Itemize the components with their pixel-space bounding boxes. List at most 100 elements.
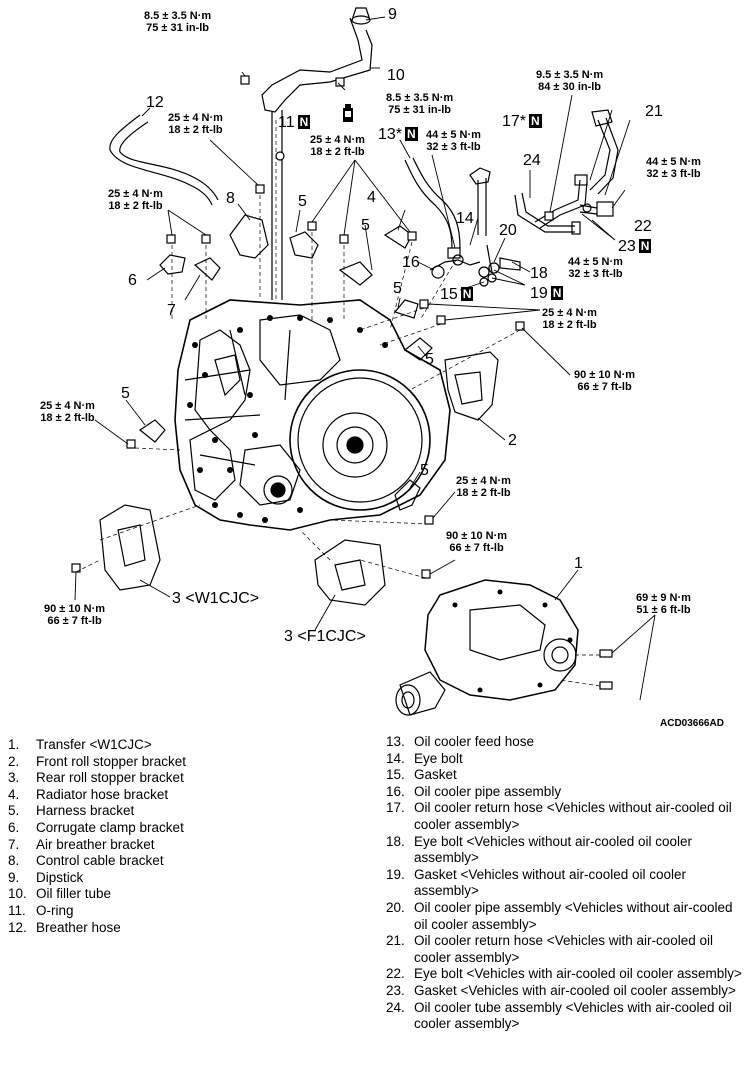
legend-item-label: Control cable bracket [36, 853, 164, 869]
callout-1: 1 [574, 555, 583, 572]
torque-imperial: 18 ± 2 ft-lb [40, 412, 95, 424]
transaxle-body [174, 299, 451, 531]
legend-item-number: 9. [8, 869, 20, 885]
torque-nm: 90 ± 10 N·m [44, 603, 106, 615]
callout-8: 8 [226, 190, 235, 207]
callout-5: 5 [121, 385, 130, 402]
legend-item-label: Radiator hose bracket [36, 786, 169, 802]
callout-13-text: 13* [378, 126, 403, 143]
legend-item: 18.Eye bolt <Vehicles without air-cooled… [386, 834, 746, 867]
legend-item-label: O-ring [36, 902, 74, 918]
upper-brackets [159, 214, 433, 361]
legend-item: 2.Front roll stopper bracket [8, 754, 368, 771]
legend-item: 24. Oil cooler tube assembly <Vehicles wi… [386, 1000, 746, 1033]
oil-filler-tube [261, 7, 373, 300]
torque-imperial: 66 ± 7 ft-lb [47, 615, 102, 627]
eye-bolt-22 [579, 201, 614, 217]
legend-item: 12. Breather hose [8, 920, 368, 937]
legend-item-number: 7. [8, 836, 20, 852]
callout-18: 18 [530, 265, 548, 282]
torque-nm: 9.5 ± 3.5 N·m [536, 69, 604, 81]
callout-21: 21 [645, 103, 663, 120]
legend-item-label: Breather hose [36, 919, 121, 935]
torque-nm: 25 ± 4 N·m [40, 400, 95, 412]
oil-cooler-return-hose-17 [469, 167, 491, 236]
callout-2: 2 [508, 432, 517, 449]
legend-item-number: 10. [8, 886, 27, 902]
legend-item-label: Eye bolt <Vehicles without air-cooled oi… [414, 833, 693, 866]
legend-item-number: 22. [386, 966, 405, 982]
legend-item: 13.Oil cooler feed hose [386, 734, 746, 751]
legend-item-number: 6. [8, 819, 20, 835]
legend-item: 20.Oil cooler pipe assembly <Vehicles wi… [386, 900, 746, 933]
torque-nm: 69 ± 9 N·m [636, 592, 691, 604]
legend-item: 22.Eye bolt <Vehicles with air-cooled oi… [386, 966, 746, 983]
callout-3-w1cjc: 3 <W1CJC> [172, 590, 260, 607]
diagram-drawing [71, 7, 656, 716]
callout-24: 24 [523, 152, 541, 169]
callout-5: 5 [425, 351, 434, 368]
new-part-mark: N [405, 127, 418, 141]
legend-item-number: 12. [8, 919, 27, 935]
callout-5: 5 [393, 280, 402, 297]
callout-10: 10 [387, 67, 405, 84]
callout-3-f1cjc: 3 <F1CJC> [284, 628, 366, 645]
legend-item-number: 1. [8, 737, 20, 752]
transfer [395, 579, 579, 716]
callout-4: 4 [367, 189, 376, 206]
torque-spec: 44 ± 5 N·m 32 ± 3 ft-lb [646, 156, 701, 180]
callout-14: 14 [456, 210, 474, 227]
legend-item-label: Front roll stopper bracket [36, 753, 187, 769]
torque-nm: 44 ± 5 N·m [646, 156, 701, 168]
legend-item-number: 3. [8, 770, 20, 786]
torque-spec: 25 ± 4 N·m 18 ± 2 ft-lb [108, 188, 163, 212]
torque-imperial: 66 ± 7 ft-lb [577, 381, 632, 393]
harness-bracket-lower [138, 419, 421, 511]
legend-item-number: 4. [8, 786, 20, 802]
legend-item: 16.Oil cooler pipe assembly [386, 784, 746, 801]
torque-spec: 44 ± 5 N·m 32 ± 3 ft-lb [568, 256, 623, 280]
legend-item-number: 14. [386, 750, 405, 766]
torque-imperial: 84 ± 30 in-lb [538, 81, 602, 93]
callout-12: 12 [146, 94, 164, 111]
callout-9: 9 [388, 6, 397, 23]
legend-item-label: Air breather bracket [36, 836, 155, 852]
legend-item-label: Eye bolt [414, 750, 463, 766]
torque-imperial: 75 ± 31 in-lb [388, 104, 452, 116]
new-part-mark: N [550, 286, 564, 300]
torque-nm: 25 ± 4 N·m [542, 307, 597, 319]
legend-item: 6.Corrugate clamp bracket [8, 820, 368, 837]
bolts [71, 75, 613, 690]
torque-nm: 8.5 ± 3.5 N·m [386, 92, 454, 104]
torque-nm: 25 ± 4 N·m [168, 112, 223, 124]
torque-nm: 25 ± 4 N·m [456, 475, 511, 487]
callout-5: 5 [361, 217, 370, 234]
legend-item-label: Oil cooler tube assembly <Vehicles with … [414, 999, 732, 1032]
callout-7: 7 [167, 302, 176, 319]
callout-6: 6 [128, 272, 137, 289]
eye-bolt-18 [486, 244, 521, 283]
legend-item-label: Oil cooler feed hose [414, 734, 535, 749]
legend-item: 3.Rear roll stopper bracket [8, 770, 368, 787]
rear-roll-stopper-bracket-w1cjc [99, 504, 161, 591]
legend-item-number: 24. [386, 999, 405, 1015]
legend-item-label: Gasket <Vehicles without air-cooled oil … [414, 866, 687, 899]
legend-item: 10.Oil filler tube [8, 886, 368, 903]
legend-item: 4. Radiator hose bracket [8, 787, 368, 804]
oil-cooler-feed-hose [404, 157, 461, 249]
callout-16: 16 [402, 254, 420, 271]
legend-item-number: 19. [386, 866, 405, 882]
legend-item-number: 15. [386, 767, 405, 783]
callout-5: 5 [420, 462, 429, 479]
torque-imperial: 18 ± 2 ft-lb [542, 319, 597, 331]
legend-item: 23.Gasket <Vehicles with air-cooled oil … [386, 983, 746, 1000]
legend-item-label: Gasket <Vehicles with air-cooled oil coo… [414, 982, 736, 998]
callout-23-text: 23 [618, 238, 636, 255]
breather-hose [109, 114, 219, 206]
leader-lines [74, 16, 656, 701]
